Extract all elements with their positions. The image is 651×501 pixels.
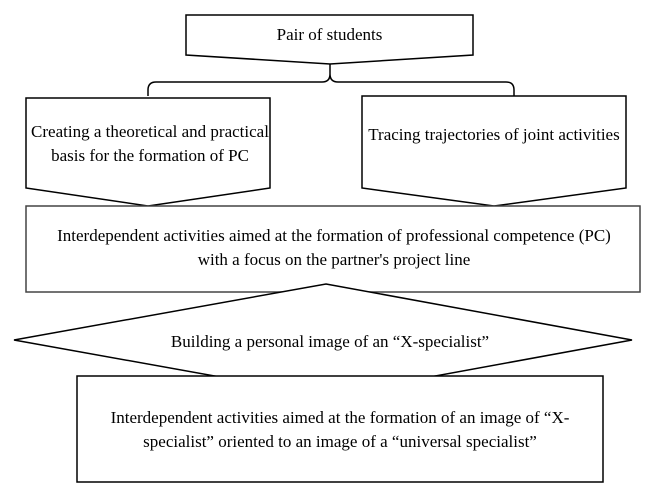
bracket-connector [147, 64, 515, 96]
interdependent-pc-node-shape [25, 205, 641, 293]
theoretical-node-shape [25, 97, 271, 207]
interdependent-pc-node-label: Interdependent activities aimed at the f… [57, 226, 611, 269]
theoretical-node-label: Creating a theoretical and practical bas… [31, 122, 269, 165]
trajectories-node-shape [361, 95, 627, 207]
trajectories-node-label: Tracing trajectories of joint activities [368, 125, 620, 144]
pair-node-label: Pair of students [276, 25, 383, 44]
interdependent-image-node-label: Interdependent activities aimed at the f… [110, 408, 570, 451]
personal-image-node-label: Building a personal image of an “X-speci… [170, 332, 490, 351]
pair-node-shape [185, 14, 474, 65]
interdependent-image-node-shape [76, 375, 604, 483]
